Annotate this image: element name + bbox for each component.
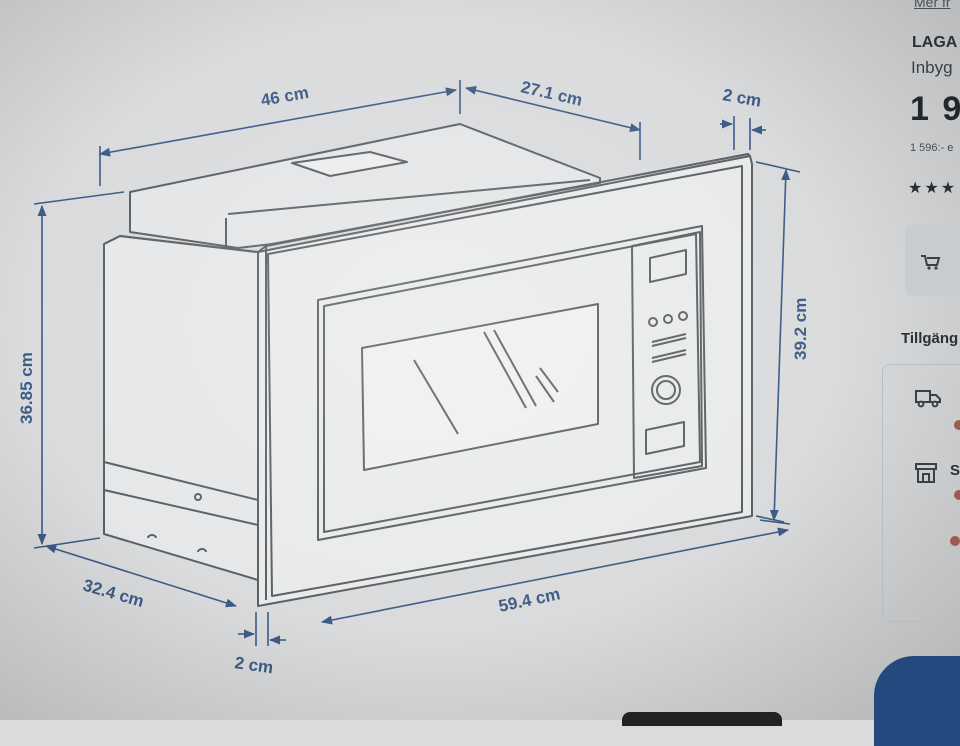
cart-add-icon — [919, 252, 941, 275]
availability-card — [882, 364, 960, 622]
dim-label-width-frame: 59.4 cm — [497, 584, 562, 616]
product-description: Inbyg — [911, 58, 953, 77]
price-note: 1 596:- e — [910, 142, 954, 154]
dimension-lines — [33, 80, 801, 646]
stock-status-dot — [950, 536, 960, 546]
product-price: 1 9 — [910, 90, 960, 128]
store-status-dot — [954, 490, 960, 500]
dim-label-height-body: 36.85 cm — [17, 352, 36, 424]
availability-label: Tillgäng — [901, 330, 959, 347]
dim-label-frame-top: 2 cm — [721, 85, 762, 110]
dim-label-depth-bottom: 32.4 cm — [81, 576, 146, 611]
dim-label-depth-top: 27.1 cm — [519, 77, 584, 110]
dim-label-height-frame: 39.2 cm — [791, 298, 810, 360]
dim-label-frame-bottom: 2 cm — [233, 653, 274, 677]
store-label: S — [950, 462, 960, 479]
bottom-bar — [622, 712, 782, 726]
rating-stars[interactable]: ★★★ — [908, 180, 958, 197]
microwave-dimension-drawing: 46 cm 27.1 cm 2 cm 39.2 cm 36.85 cm 32.4… — [17, 77, 810, 677]
truck-icon — [914, 388, 942, 413]
delivery-status-dot — [954, 420, 960, 430]
product-name: LAGA — [912, 34, 958, 51]
dim-label-depth-total: 46 cm — [259, 83, 310, 110]
microwave-outline — [103, 123, 753, 607]
more-from-link[interactable]: Mer fr — [914, 0, 951, 10]
store-icon — [914, 462, 938, 489]
buy-button[interactable] — [874, 656, 960, 746]
add-to-cart-button[interactable] — [905, 224, 960, 296]
